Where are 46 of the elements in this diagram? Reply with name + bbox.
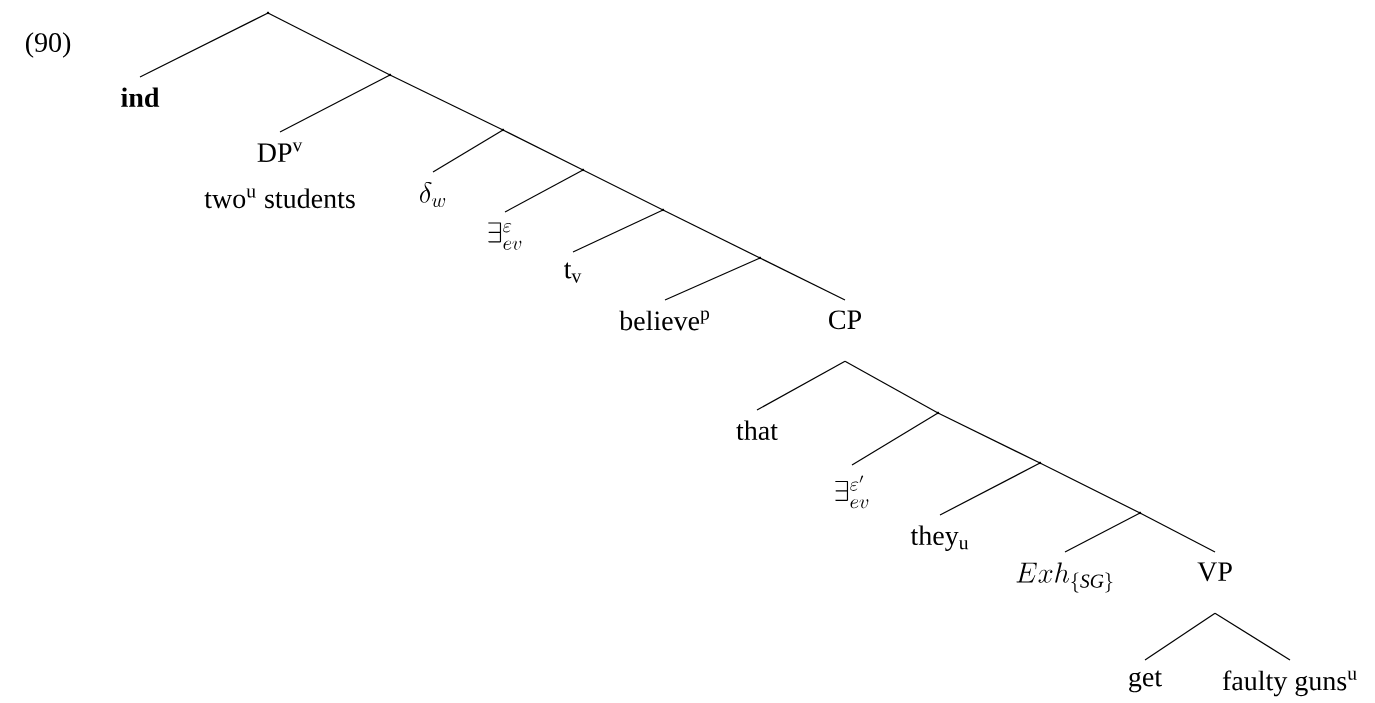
- tree-branch: [844, 360, 939, 414]
- tree-label: t$_{v}$: [564, 262, 582, 283]
- tree-label: $\exists^{\varepsilon}_{ev}$: [488, 222, 522, 250]
- tree-branch: [851, 412, 939, 466]
- branch-point: [1138, 511, 1142, 515]
- tree-label: CP: [829, 310, 861, 330]
- tree-branch: [1064, 512, 1141, 553]
- tree-branch: [572, 209, 664, 253]
- tree-label: believe$^{p}$: [619, 310, 710, 331]
- tree-label: that: [736, 420, 778, 441]
- tree-branch: [502, 129, 584, 171]
- branch-point: [758, 256, 762, 260]
- branch-point: [388, 73, 392, 77]
- tree-label: faulty guns$^{u}$: [1222, 670, 1357, 697]
- tree-branch: [504, 169, 584, 213]
- tree-label: DP$^{v}$ two$^{u}$ students: [204, 142, 355, 209]
- tree-branch: [267, 12, 391, 76]
- example-number: (90): [25, 32, 71, 58]
- tree-label: $\delta_{w}$: [420, 181, 446, 207]
- tree-label: they$_{u}$: [910, 525, 969, 551]
- tree-branch: [279, 74, 391, 133]
- tree-branch: [432, 129, 504, 173]
- tree-branch: [1139, 512, 1216, 553]
- tree-branch: [389, 74, 504, 131]
- tree-label: VP: [1197, 562, 1232, 582]
- tree-branch: [582, 169, 664, 211]
- tree-label: ind: [121, 87, 160, 108]
- tree-branch: [1214, 612, 1291, 661]
- tree-label: $Exh_{\{\mathit{SG}\}}$: [1016, 562, 1113, 593]
- tree-branch: [1039, 462, 1141, 514]
- tree-branch: [939, 462, 1041, 516]
- tree-branch: [937, 412, 1041, 464]
- branch-point: [266, 11, 270, 15]
- branch-point: [661, 208, 665, 212]
- tree-branch: [139, 12, 269, 78]
- branch-point: [581, 168, 585, 172]
- tree-branch: [662, 209, 761, 259]
- branch-point: [1038, 461, 1042, 465]
- branch-point: [501, 128, 505, 132]
- tree-label: $\exists^{\varepsilon'}_{ev}$: [835, 475, 869, 509]
- branch-point: [936, 411, 940, 415]
- tree-branch: [756, 360, 846, 411]
- tree-branch: [664, 257, 761, 301]
- tree-branch: [759, 257, 846, 301]
- tree-label: get: [1129, 670, 1162, 693]
- tree-branch: [1144, 612, 1216, 661]
